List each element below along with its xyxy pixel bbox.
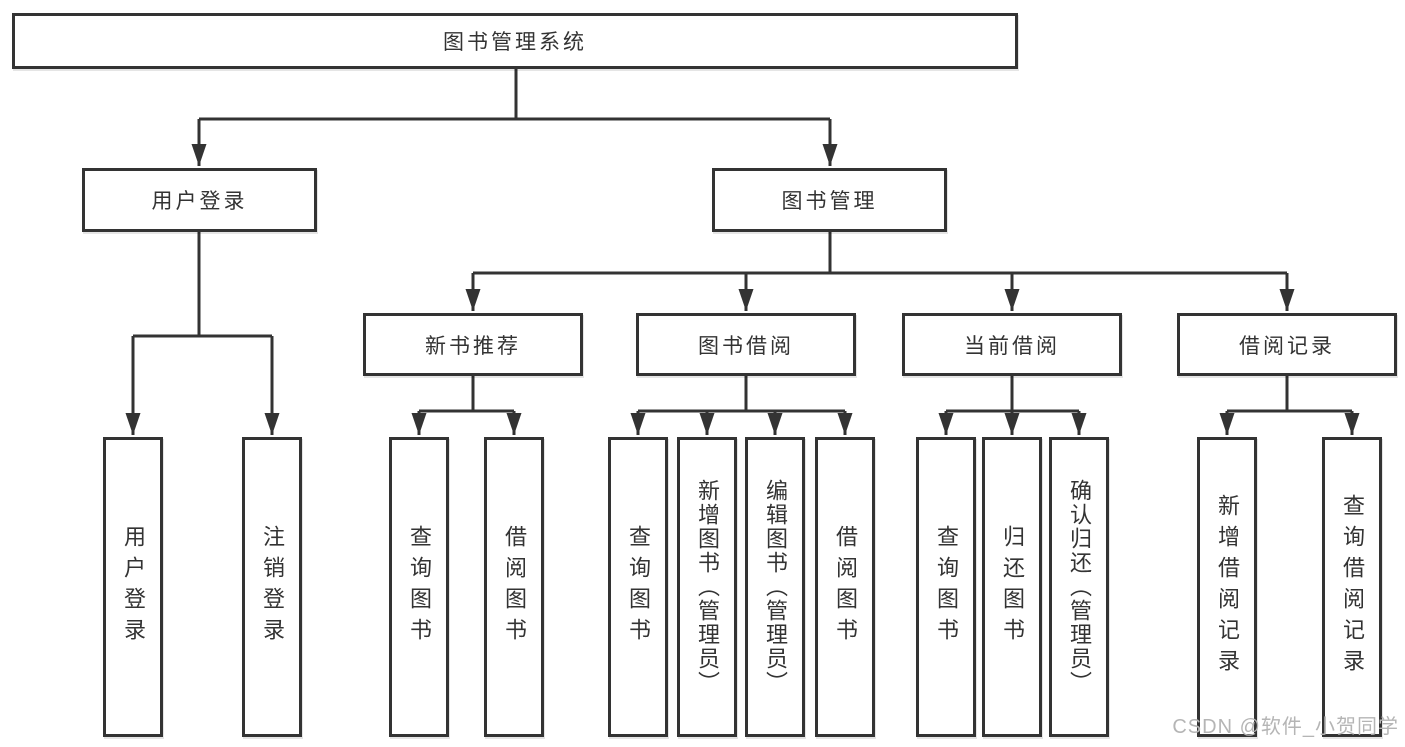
node-book-management: 图书管理 (712, 168, 947, 232)
node-new-book-recommend: 新书推荐 (363, 313, 583, 376)
leaf-edit-book-admin: 编辑图书（管理员） (745, 437, 805, 737)
leaf-borrow-books-recommend: 借阅图书 (484, 437, 544, 737)
node-book-borrow: 图书借阅 (636, 313, 856, 376)
leaf-add-book-admin: 新增图书（管理员） (677, 437, 737, 737)
leaf-query-books-borrow: 查询图书 (608, 437, 668, 737)
node-borrow-records: 借阅记录 (1177, 313, 1397, 376)
leaf-return-book: 归还图书 (982, 437, 1042, 737)
leaf-add-borrow-record: 新增借阅记录 (1197, 437, 1257, 737)
leaf-confirm-return-admin: 确认归还（管理员） (1049, 437, 1109, 737)
leaf-query-books-current: 查询图书 (916, 437, 976, 737)
leaf-query-books-recommend: 查询图书 (389, 437, 449, 737)
leaf-user-login: 用户登录 (103, 437, 163, 737)
leaf-borrow-books-borrow: 借阅图书 (815, 437, 875, 737)
csdn-watermark: CSDN @软件_小贺同学 (1172, 716, 1399, 738)
node-library-system: 图书管理系统 (12, 13, 1018, 69)
leaf-logout: 注销登录 (242, 437, 302, 737)
leaf-query-borrow-record: 查询借阅记录 (1322, 437, 1382, 737)
node-current-borrow: 当前借阅 (902, 313, 1122, 376)
node-user-login: 用户登录 (82, 168, 317, 232)
